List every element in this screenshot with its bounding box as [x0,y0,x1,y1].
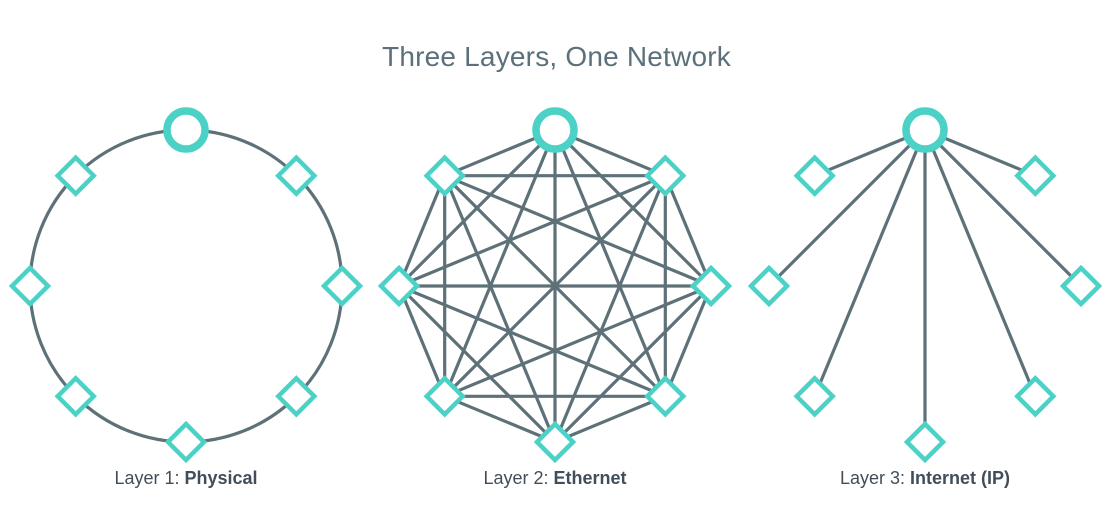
star-edge [923,128,1083,288]
device-node [423,154,466,197]
mesh-edge [443,174,667,398]
hub-node [163,107,209,153]
mesh-edge [663,285,713,397]
diagram-label-ethernet: Layer 2: Ethernet [369,466,741,490]
device-node [1059,264,1103,308]
star-edge [923,129,1037,397]
diagram-label-internet: Layer 3: Internet (IP) [739,466,1111,490]
star-edge [767,128,927,288]
device-node [275,154,318,197]
diagram-label-physical: Layer 1: Physical [0,466,372,490]
device-node [423,375,466,418]
hub-node [902,107,948,153]
device-node [1014,154,1057,197]
device-node [164,420,208,464]
device-node [8,264,52,308]
ethernet-mesh-diagram [377,107,733,464]
device-node [747,264,791,308]
physical-ring-diagram [8,107,364,464]
layer2-label-prefix: Layer 2: [483,468,554,488]
layer1-label-name: Physical [184,468,258,488]
page-title: Three Layers, One Network [382,41,731,72]
device-node [903,420,947,464]
layer1-label-prefix: Layer 1: [114,468,185,488]
device-node [377,264,421,308]
device-node [320,264,364,308]
layer2-label-name: Ethernet [553,468,627,488]
mesh-edge [554,394,666,444]
device-node [533,420,577,464]
device-node [644,375,687,418]
device-node [54,154,97,197]
layer3-label-name: Internet (IP) [910,468,1011,488]
device-node [644,154,687,197]
mesh-edge [444,394,556,444]
mesh-edge [397,284,557,444]
mesh-edge [444,174,712,288]
device-node [793,375,836,418]
mesh-edge [397,175,447,287]
star-edge [813,129,927,397]
internet-star-diagram [747,107,1103,464]
mesh-edge [397,285,447,397]
device-node [275,375,318,418]
device-node [54,375,97,418]
layer3-label-prefix: Layer 3: [839,468,911,488]
device-node [689,264,733,308]
hub-node [532,107,578,153]
mesh-edge [663,175,713,287]
device-node [793,154,836,197]
mesh-edge [443,175,557,443]
device-node [1014,375,1057,418]
